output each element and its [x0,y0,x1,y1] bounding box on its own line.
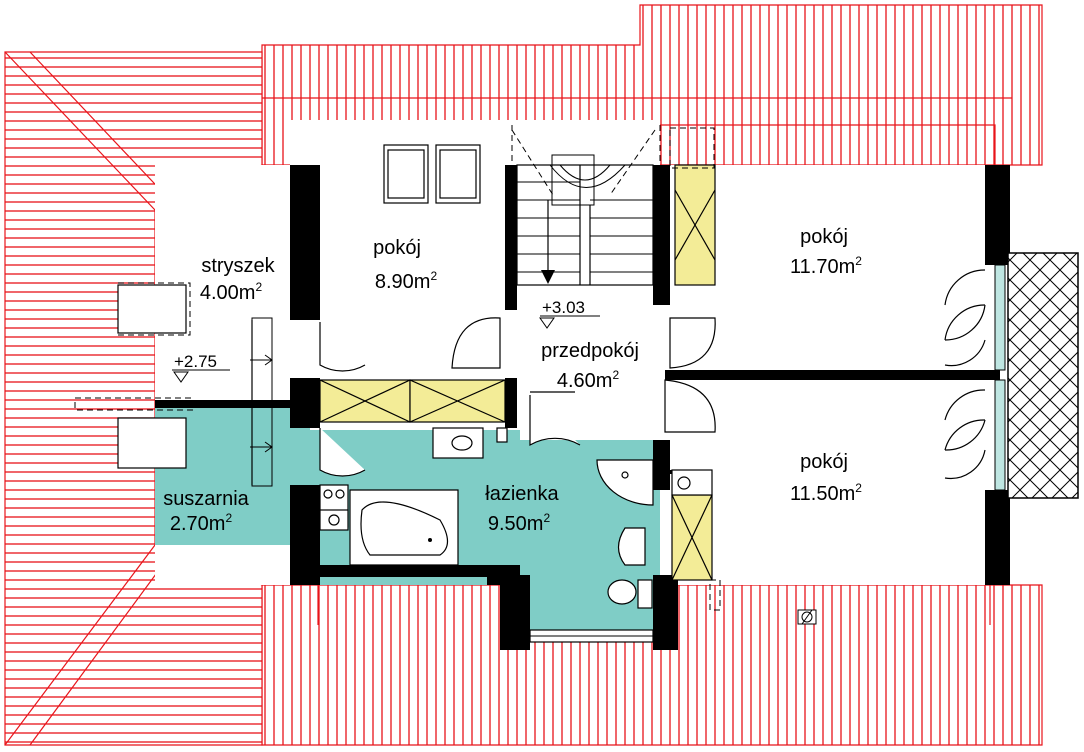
level-marker-stairs: +3.03 [539,298,600,329]
balcony [944,252,1079,499]
cabinets [319,164,716,581]
shower [596,459,654,506]
level-label-left: +2.75 [174,352,217,371]
room-name: łazienka [485,483,559,505]
room-przedpokoj: przedpokój 4.60m2 [541,340,639,392]
room-name: stryszek [201,255,275,277]
room-name: pokój [800,451,848,473]
staircase [511,125,661,286]
room-area: 2.70m2 [170,511,233,535]
room-area: 8.90m2 [375,269,438,293]
room-pokoj-1150: pokój 11.50m2 [790,451,862,505]
level-marker-left: +2.75 [172,352,230,383]
room-name: pokój [800,226,848,248]
room-name: pokój [373,237,421,259]
cabinet-right-upper [674,164,716,286]
cabinet-right-lower [671,494,713,581]
room-name: suszarnia [163,488,249,510]
sink [617,527,646,566]
walls [155,165,1010,650]
doors [250,317,716,487]
washbasin-top [432,427,508,459]
level-label-stairs: +3.03 [542,298,585,317]
toilet [607,579,653,609]
room-lazienka: łazienka 9.50m2 [485,483,559,535]
room-area: 9.50m2 [488,511,551,535]
room-area: 4.60m2 [557,368,620,392]
room-area: 11.50m2 [790,481,862,505]
room-name: przedpokój [541,340,639,362]
room-area: 4.00m2 [200,280,263,304]
room-suszarnia: suszarnia 2.70m2 [163,488,249,535]
room-pokoj-1170: pokój 11.70m2 [790,226,862,278]
bathtub [349,489,459,566]
bathroom-fixtures [319,427,713,643]
cabinet-top [319,379,506,423]
room-pokoj-890: pokój 8.90m2 [373,237,437,293]
room-area: 11.70m2 [790,254,862,278]
room-stryszek: stryszek 4.00m2 [200,255,276,304]
roof-windows [74,127,721,611]
vent-symbol [797,609,817,625]
